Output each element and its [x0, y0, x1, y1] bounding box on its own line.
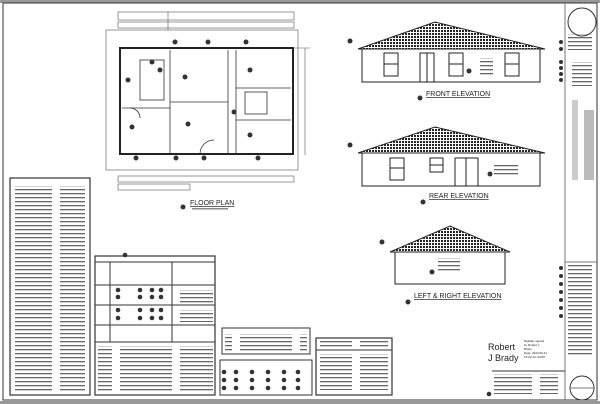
front-elevation-title: FRONT ELEVATION	[426, 91, 490, 98]
stamp-notes	[486, 370, 565, 397]
door-schedule	[221, 327, 311, 355]
schedule-table	[94, 252, 216, 396]
rear-elevation-title: REAR ELEVATION	[429, 193, 489, 200]
signature-note: by Robert J	[524, 343, 540, 347]
specification-box	[315, 337, 393, 396]
floor-plan-title: FLOOR PLAN	[190, 200, 234, 207]
signature-note: 16:23:43 -04'00'	[524, 355, 546, 359]
signature-note: Brady	[524, 347, 532, 351]
title-block	[559, 7, 597, 401]
digital-signature: Robert J Brady Digitally signed by Rober…	[488, 339, 547, 363]
front-elevation: FRONT ELEVATION	[347, 21, 546, 101]
signature-name-line2: J Brady	[488, 353, 519, 363]
signature-note: Date: 2024.06.21	[524, 351, 547, 355]
side-elevation-title: LEFT & RIGHT ELEVATION	[414, 293, 501, 300]
window-schedule	[219, 359, 313, 396]
floor-plan: FLOOR PLAN	[105, 11, 310, 210]
side-elevation: LEFT & RIGHT ELEVATION	[379, 225, 511, 305]
signature-note: Digitally signed	[524, 339, 545, 343]
rear-elevation: REAR ELEVATION	[347, 126, 546, 205]
signature-name-line1: Robert	[488, 342, 516, 352]
general-notes-box	[9, 177, 91, 396]
